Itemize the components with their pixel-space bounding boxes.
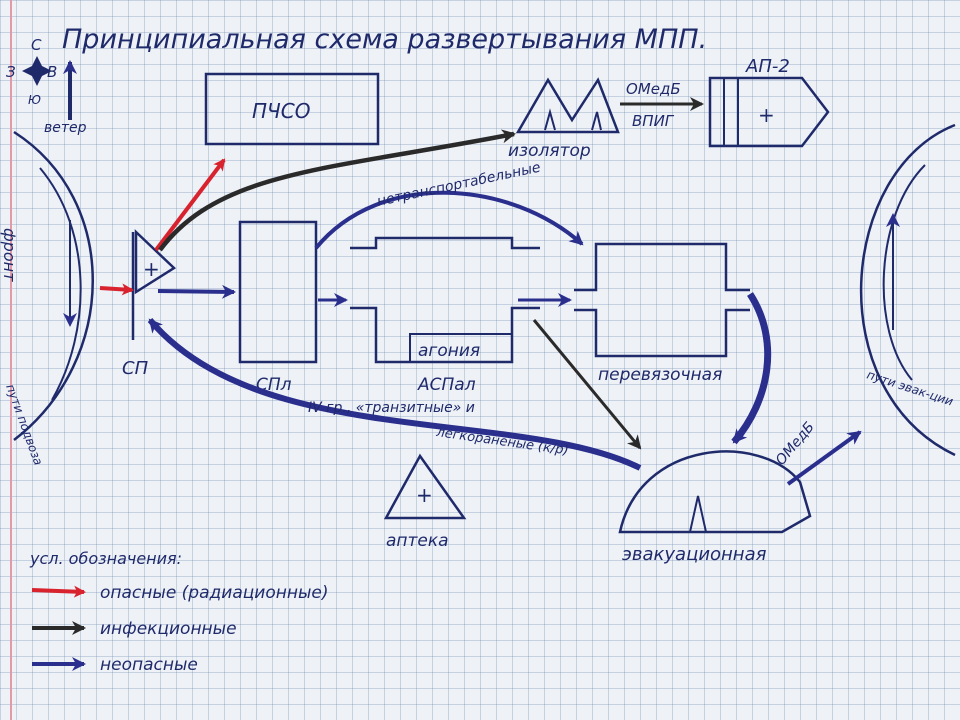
edge-label-nontransportable: нетранспортабельные xyxy=(376,160,543,210)
evac-tent-door xyxy=(689,495,707,533)
pharmacy-triangle xyxy=(383,453,467,520)
arrow-blue-evac-to-omedb xyxy=(786,430,862,486)
arrow-blue-nontransportable xyxy=(314,190,584,250)
route-out-label: пути эвак-ции xyxy=(865,368,955,409)
edge-label-omedb-top: ОМедБ xyxy=(626,80,681,98)
agony-box xyxy=(409,333,513,363)
isolator-label: изолятор xyxy=(508,141,591,161)
evac-label: эвакуационная xyxy=(622,544,767,565)
legend: усл. обозначения: опасные (радиационные)… xyxy=(29,549,329,675)
pcso-box xyxy=(204,72,380,146)
isolator-tent-icon xyxy=(515,77,620,134)
compass-east: В xyxy=(47,63,57,81)
compass-south: Ю xyxy=(28,93,41,107)
spl-node: СПл xyxy=(238,220,318,395)
dressing-label: перевязочная xyxy=(598,365,722,385)
pharmacy-node: + аптека xyxy=(383,453,467,551)
agony-label: агония xyxy=(418,341,480,361)
arrow-blue-transit-group xyxy=(147,318,642,471)
ap2-box xyxy=(708,76,830,148)
legend-title: усл. обозначения: xyxy=(29,549,182,568)
evac-curve-outer xyxy=(859,123,956,457)
arrow-blue-dressing-to-evac xyxy=(731,292,772,445)
front-curve-inner xyxy=(39,167,82,401)
ap2-label: АП-2 xyxy=(745,56,790,77)
arrow-red-to-pcso xyxy=(154,158,226,252)
pharmacy-label: аптека xyxy=(386,531,449,551)
edge-label-omedb-exit: ОМедБ xyxy=(773,419,818,468)
compass-west: З xyxy=(6,63,16,81)
isolator-node: изолятор xyxy=(508,77,620,161)
aspal-label: АСПал xyxy=(417,375,476,395)
dressing-node: перевязочная xyxy=(574,242,750,385)
pharmacy-plus: + xyxy=(416,483,433,507)
arrow-black-to-isolator xyxy=(158,129,516,252)
dressing-box xyxy=(574,242,750,358)
evac-node: эвакуационная xyxy=(618,450,812,565)
notebook-margin-line xyxy=(10,0,12,720)
legend-item-safe: неопасные xyxy=(100,655,198,675)
evac-tent-icon xyxy=(618,450,812,534)
sorting-post: + СП xyxy=(122,229,177,379)
pcso-node: ПЧСО xyxy=(204,72,380,146)
edge-label-lightly-wounded: легкораненые (к/р) xyxy=(434,425,569,459)
isolator-tent-doors xyxy=(544,108,602,131)
compass-north: С xyxy=(31,36,42,54)
wind-label: ветер xyxy=(44,120,87,136)
front-label: фронт xyxy=(0,228,19,282)
legend-swatch-red xyxy=(31,585,86,598)
aspal-node: агония АСПал xyxy=(350,236,540,395)
diagram-title: Принципиальная схема развертывания МПП. xyxy=(62,24,707,55)
route-in-label: пути подвоза xyxy=(3,382,45,467)
compass-star-icon xyxy=(22,56,52,86)
sorting-post-plus: + xyxy=(143,257,160,281)
arrow-blue-sp-to-spl xyxy=(157,284,236,299)
legend-item-dangerous: опасные (радиационные) xyxy=(100,583,329,603)
sorting-post-flag xyxy=(134,229,177,295)
edge-label-vpig: ВПИГ xyxy=(632,112,675,130)
ap2-plus: + xyxy=(758,103,775,127)
front-curve-outer xyxy=(13,130,94,441)
arrow-red-into-sp xyxy=(99,283,134,296)
pcso-label: ПЧСО xyxy=(252,99,310,123)
evac-curve-inner xyxy=(882,164,926,381)
compass: С З В Ю ветер xyxy=(6,36,87,136)
sorting-post-label: СП xyxy=(122,358,149,379)
spl-box xyxy=(238,220,318,364)
edge-label-transit-group: IV гр., «транзитные» и xyxy=(308,400,475,416)
evac-zone: пути эвак-ции xyxy=(859,123,956,457)
ap2-node: + АП-2 xyxy=(708,56,830,148)
arrow-black-aspal-to-evac xyxy=(532,319,642,450)
legend-item-infectious: инфекционные xyxy=(100,619,237,639)
front-zone: фронт пути подвоза xyxy=(0,130,94,467)
